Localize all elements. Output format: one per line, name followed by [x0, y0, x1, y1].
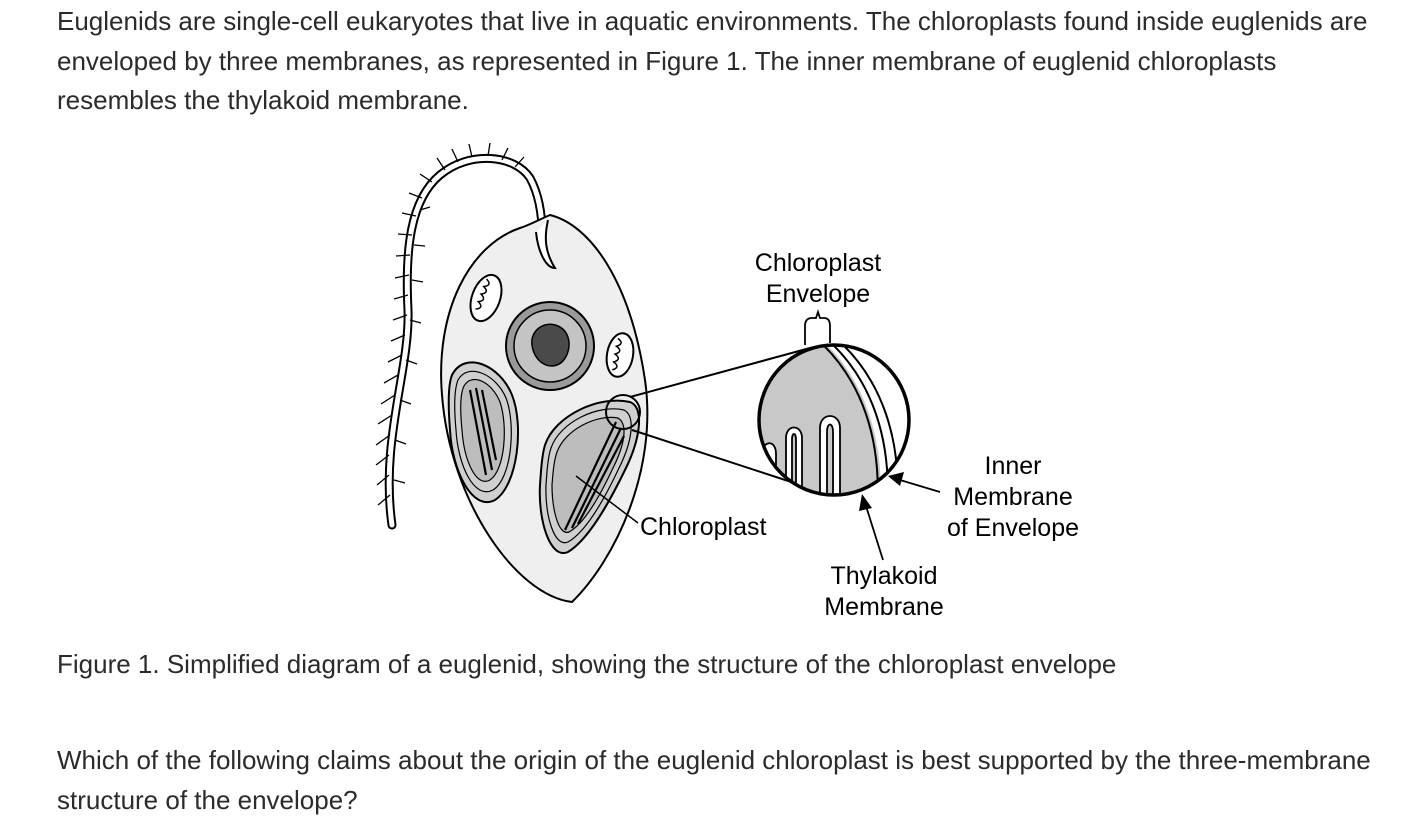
thylakoid-pointer	[859, 494, 884, 561]
chloroplast-bottom	[538, 394, 641, 554]
label-chloroplast-envelope-2: Envelope	[766, 280, 870, 308]
label-thylakoid-membrane-2: Membrane	[824, 593, 944, 621]
flagellum	[375, 142, 547, 530]
label-thylakoid-membrane-1: Thylakoid	[831, 562, 938, 590]
question-stem: Which of the following claims about the …	[57, 745, 1371, 815]
label-inner-membrane-1: Inner	[985, 452, 1042, 480]
intro-paragraph: Euglenids are single-cell eukaryotes tha…	[57, 6, 1368, 115]
mitochondrion-top	[469, 273, 503, 323]
label-inner-membrane-3: of Envelope	[947, 514, 1079, 542]
mitochondrion-right	[605, 332, 635, 378]
chloroplast-left	[447, 361, 519, 503]
label-chloroplast-envelope-1: Chloroplast	[755, 249, 882, 277]
figure-caption: Figure 1. Simplified diagram of a euglen…	[57, 649, 1117, 679]
nucleus	[505, 301, 595, 391]
euglenid-figure: Chloroplast Envelope Chloroplast Inner M…	[340, 140, 1100, 630]
chloroplast-pointer	[575, 475, 639, 524]
label-chloroplast: Chloroplast	[640, 513, 767, 541]
euglenid-diagram: Chloroplast Envelope Chloroplast Inner M…	[375, 142, 1079, 621]
inner-membrane-pointer	[888, 472, 941, 493]
zoom-inset	[757, 343, 911, 497]
label-inner-membrane-2: Membrane	[953, 483, 1073, 511]
envelope-bracket	[804, 309, 831, 345]
